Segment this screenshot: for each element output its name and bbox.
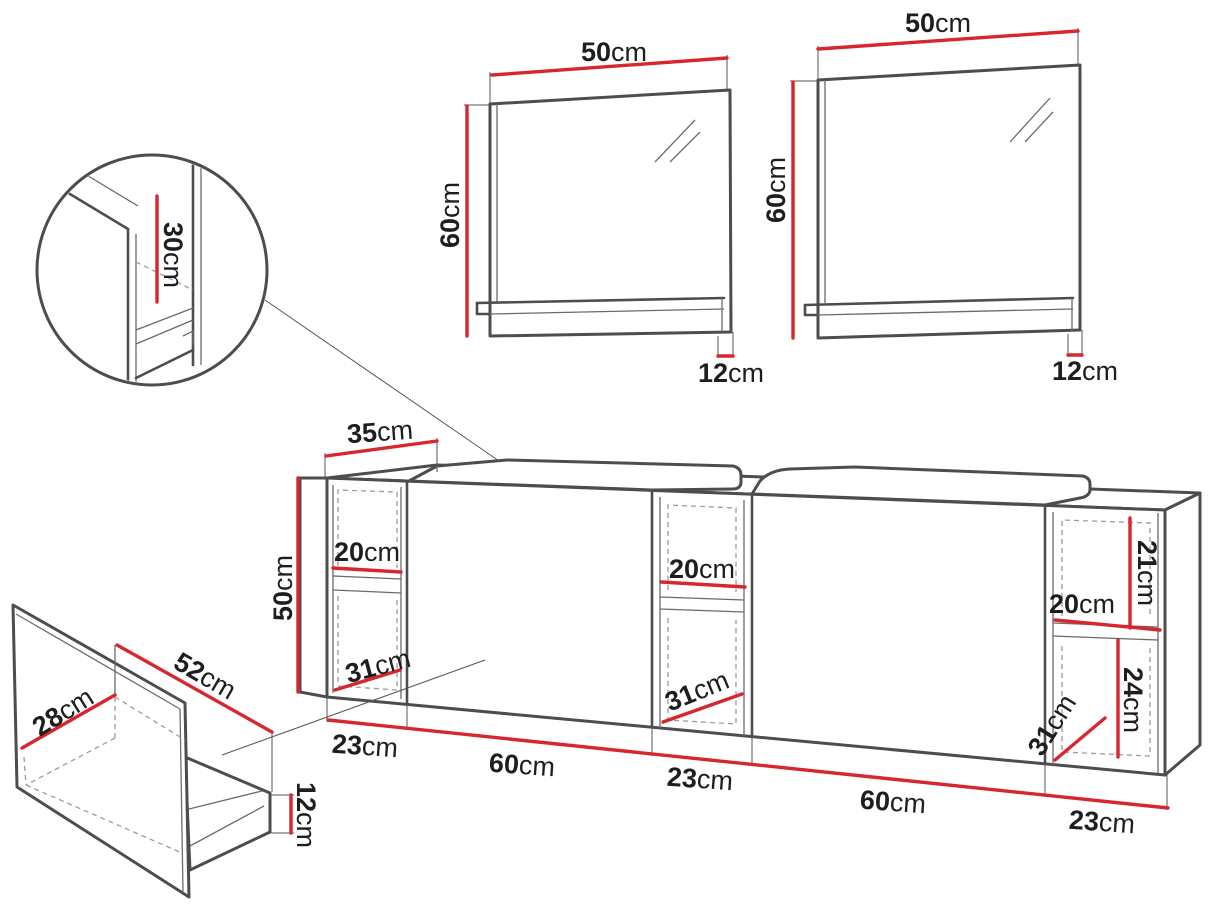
bottom-width-label-2: 60cm <box>488 748 556 783</box>
drawer-hidden-3 <box>25 784 183 854</box>
right-section-upper-height-label: 21cm <box>1132 540 1162 606</box>
detail-drawer-mid <box>135 319 194 345</box>
left-section-hidden-upper <box>337 489 398 568</box>
detail-hidden-edge <box>135 261 194 291</box>
drawer-box-inner-2 <box>189 805 265 847</box>
mirror-right-reflection-1 <box>1009 97 1051 143</box>
detail-drawer-notch <box>182 329 194 345</box>
middle-section-shelf-top <box>659 596 745 601</box>
bottom-width-line <box>326 718 1170 810</box>
middle-section-shelf-width-line <box>659 580 747 589</box>
mirror-left-shelf-top <box>475 296 726 305</box>
detail-circle <box>35 153 269 387</box>
drawer-front-top-inner <box>15 613 181 710</box>
mirror-right-shelf-notch <box>803 303 820 317</box>
mirror-right-reflection-2 <box>1024 111 1054 143</box>
left-section-shelf-depth-line <box>333 668 402 692</box>
cabinet-height-label: 50cm <box>268 555 298 621</box>
detail-height-label: 30cm <box>158 222 188 288</box>
middle-section-shelf-bottom <box>659 608 745 613</box>
drawer-width-line <box>20 693 117 750</box>
mirror-left-frame <box>488 88 733 338</box>
middle-section-hidden-lower <box>667 618 737 725</box>
bottom-width-label-4: 60cm <box>859 785 927 820</box>
mirror-right-width-line <box>816 29 1080 51</box>
right-section-shelf-width-line <box>1053 618 1162 632</box>
mirror-left-shelf-label: 12cm <box>698 358 764 388</box>
mirror-right-frame <box>816 63 1082 340</box>
vanity-cabinet: 20cm 31cm 20cm 31cm <box>268 415 1202 840</box>
right-section-shelf-width-label: 20cm <box>1049 589 1115 619</box>
drawer-front-panel <box>11 603 191 899</box>
mirror-left-shelf-front <box>489 308 725 315</box>
drawer-hidden-2 <box>23 756 27 786</box>
mirror-left-height-label: 60cm <box>435 182 465 248</box>
left-section-shelf-bottom <box>332 589 402 594</box>
drawer-depth-label: 52cm <box>169 646 241 705</box>
mirror-right-shelf-front <box>817 308 1074 316</box>
mirror-right-shelf-label: 12cm <box>1052 356 1118 386</box>
middle-section-hidden-upper <box>667 504 737 592</box>
cabinet-depth-line <box>324 439 439 458</box>
left-section-hidden-lower <box>337 596 398 691</box>
mirror-right: 50cm 60cm 12cm <box>761 8 1118 386</box>
drawer-box-side <box>183 755 272 872</box>
drawer-hidden-1 <box>114 696 186 741</box>
mirror-right-width-label: 50cm <box>905 8 971 38</box>
left-section-shelf-width-line <box>331 566 403 574</box>
mirror-right-height-label: 60cm <box>761 157 791 223</box>
cabinet-left-side <box>298 476 329 699</box>
drawer-hidden-5 <box>25 737 116 786</box>
countertop-right <box>750 465 1092 507</box>
middle-section-shelf-depth-line <box>661 692 744 724</box>
bottom-width-label-1: 23cm <box>331 729 399 764</box>
drawer-height-label: 12cm <box>291 782 321 848</box>
mirror-left-width-line <box>490 56 729 77</box>
right-section-shelf-depth-line <box>1053 716 1107 762</box>
mirror-left-reflection-1 <box>654 119 696 163</box>
drawer-depth-line <box>115 643 274 734</box>
cabinet-right-side <box>1163 491 1202 777</box>
drawer-box-inner-1 <box>188 790 263 810</box>
cabinet-depth-label: 35cm <box>346 415 414 450</box>
middle-section-shelf-width-label: 20cm <box>669 554 735 584</box>
drawer-leader-line <box>221 659 486 756</box>
detail-magnifier: 30cm <box>35 153 583 519</box>
mirror-left-reflection-2 <box>669 131 701 163</box>
bottom-width-label-3: 23cm <box>666 762 734 797</box>
drawer-front-side-inner <box>179 708 184 894</box>
right-section-lower-height-label: 24cm <box>1118 667 1148 733</box>
right-section-hidden-upper <box>1061 519 1151 618</box>
left-section-shelf-top <box>332 575 402 580</box>
mirror-left: 50cm 60cm 12cm <box>435 37 764 388</box>
right-section-shelf-bottom <box>1052 635 1159 641</box>
detail-contents <box>53 157 202 383</box>
detail-drawer-top <box>135 307 194 331</box>
left-section-shelf-width-label: 20cm <box>334 537 400 567</box>
bottom-width-label-5: 23cm <box>1068 805 1136 840</box>
mirror-right-shelf-top <box>803 296 1075 307</box>
detail-drawer-bottom <box>134 348 195 380</box>
countertop-left <box>407 458 743 492</box>
mirror-left-shelf-notch <box>475 301 492 316</box>
mirror-left-width-label: 50cm <box>581 37 647 67</box>
